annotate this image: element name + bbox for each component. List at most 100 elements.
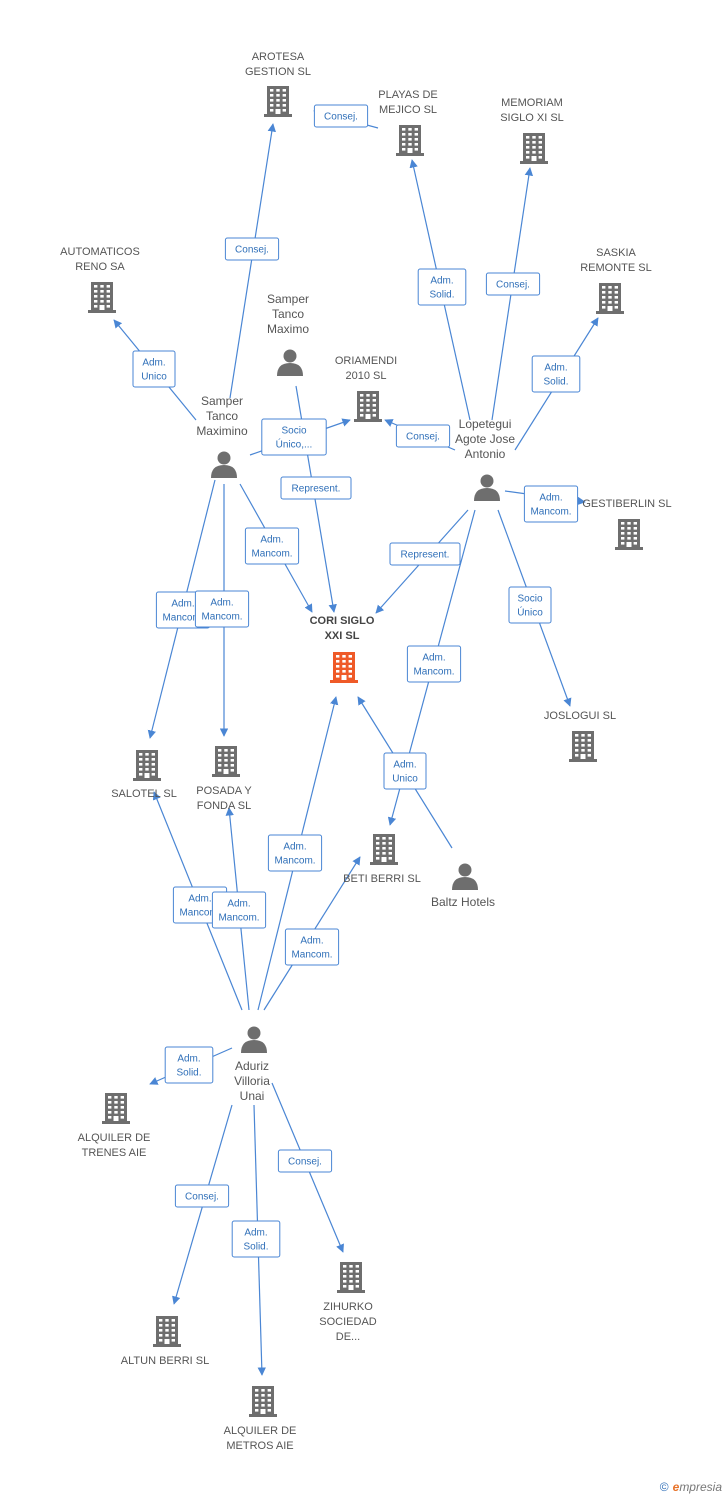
person-icon: [241, 1026, 267, 1053]
edge-label-aduriz-to-betiberri[interactable]: Adm.Mancom.: [284, 928, 340, 966]
edge-label-lopetegui-to-gestiberlin[interactable]: Adm.Mancom.: [523, 485, 579, 523]
edge-label-text: Unico: [141, 372, 167, 383]
node-label: AROTESA: [252, 51, 305, 63]
edge-label-samper1-to-automaticos[interactable]: Adm.Unico: [132, 350, 176, 388]
edge-label-samper1-to-arotesa[interactable]: Consej.: [224, 237, 280, 261]
node-memoriam[interactable]: MEMORIAM SIGLO XI SL: [500, 97, 564, 164]
node-label: Aduriz: [235, 1059, 269, 1073]
node-arotesa[interactable]: AROTESA GESTION SL: [245, 51, 311, 117]
edge-label-box: [244, 527, 300, 565]
node-label: PLAYAS DE: [378, 89, 438, 101]
edge-label-samper2-to-cori[interactable]: Represent.: [280, 476, 352, 500]
edge-label-samper1-to-posada[interactable]: Adm.Mancom.: [194, 590, 250, 628]
node-label: Maximino: [196, 424, 248, 438]
edge-label-lopetegui-to-cori[interactable]: Represent.: [389, 542, 461, 566]
building-icon: [615, 519, 643, 550]
edge-label-baltz-to-cori[interactable]: Adm.Unico: [383, 752, 427, 790]
edge-label-aduriz-to-alqmetros[interactable]: Adm. Solid.: [231, 1220, 281, 1258]
node-label: XXI SL: [325, 630, 360, 642]
copyright-symbol: ©: [659, 1480, 669, 1494]
edge-label-text: Solid.: [243, 1242, 268, 1253]
edge-label-box: [395, 424, 451, 448]
edge-label-box: [211, 891, 267, 929]
building-icon: [88, 282, 116, 313]
edge-label-box: [224, 237, 280, 261]
edge-label-samper1-to-cori[interactable]: Adm.Mancom.: [244, 527, 300, 565]
node-label: Antonio: [465, 447, 506, 461]
edge-label-box: [284, 928, 340, 966]
building-icon: [396, 125, 424, 156]
edge-label-box: [277, 1149, 333, 1173]
node-zihurko[interactable]: ZIHURKOSOCIEDADDE...: [319, 1262, 377, 1343]
building-icon: [330, 652, 358, 683]
edge-label-aduriz-to-zihurko[interactable]: Consej.: [277, 1149, 333, 1173]
node-label: GESTIBERLIN SL: [582, 498, 671, 510]
node-salotel[interactable]: SALOTEL SL: [111, 750, 177, 800]
node-altunberri[interactable]: ALTUN BERRI SL: [121, 1316, 209, 1367]
edge-label-text: Mancom.: [251, 549, 292, 560]
node-label: SALOTEL SL: [111, 788, 177, 800]
node-label: Villoria: [234, 1074, 270, 1088]
edge-label-text: Mancom.: [162, 613, 203, 624]
node-label: Agote Jose: [455, 432, 515, 446]
edge-label-samper1-to-oriamendi[interactable]: SocioÚnico,...: [261, 418, 327, 456]
edge-label-text: Consej.: [406, 432, 440, 443]
edge-label-lopetegui-to-oriamendi[interactable]: Consej.: [395, 424, 451, 448]
footer-brand[interactable]: ©empresia: [660, 1480, 722, 1494]
edge-label-lopetegui-to-betiberri[interactable]: Adm.Mancom.: [406, 645, 462, 683]
edge-label-text: Unico: [392, 774, 418, 785]
edge-label-aduriz-to-posada[interactable]: Adm.Mancom.: [211, 891, 267, 929]
edge-label-box: [383, 752, 427, 790]
node-label: Lopetegui: [459, 417, 512, 431]
building-icon: [264, 86, 292, 117]
edge-label-aduriz-to-cori[interactable]: Adm.Mancom.: [267, 834, 323, 872]
building-icon: [370, 834, 398, 865]
edge-labels-layer: Consej.Consej.Adm.UnicoSocioÚnico,...Rep…: [132, 104, 581, 1258]
node-label: BETI BERRI SL: [343, 873, 421, 885]
node-label: SIGLO XI SL: [500, 112, 564, 124]
edge-label-lopetegui-to-saskia[interactable]: Adm.Solid.: [531, 355, 581, 393]
edge-label-lopetegui-to-playas[interactable]: Adm. Solid.: [417, 268, 467, 306]
edge-label-box: [261, 418, 327, 456]
edge-label-text: Adm.: [430, 276, 453, 287]
edge-label-text: Adm.: [188, 894, 211, 905]
node-label: ALTUN BERRI SL: [121, 1355, 209, 1367]
node-label: GESTION SL: [245, 66, 311, 78]
edge-label-text: Adm.: [244, 1228, 267, 1239]
edge-label-box: [508, 586, 552, 624]
node-joslogui[interactable]: JOSLOGUI SL: [544, 710, 616, 762]
edge-label-box: [523, 485, 579, 523]
building-icon: [569, 731, 597, 762]
edge-label-playas-to-arotesa[interactable]: Consej.: [313, 104, 369, 128]
brand-logo-text: mpresia: [679, 1480, 722, 1494]
node-betiberri[interactable]: BETI BERRI SL: [343, 834, 421, 885]
edge-label-text: Solid.: [429, 290, 454, 301]
node-label: MEMORIAM: [501, 97, 563, 109]
edge-label-aduriz-to-alqtrenes[interactable]: Adm.Solid.: [164, 1046, 214, 1084]
edge-label-lopetegui-to-memoriam[interactable]: Consej.: [485, 272, 541, 296]
edge-label-aduriz-to-altunberri[interactable]: Consej.: [174, 1184, 230, 1208]
building-icon: [520, 133, 548, 164]
edge-label-text: Único: [517, 606, 543, 619]
edge-label-text: Consej.: [324, 112, 358, 123]
node-gestiberlin[interactable]: GESTIBERLIN SL: [582, 498, 672, 550]
edge-label-box: [267, 834, 323, 872]
node-label: 2010 SL: [346, 370, 387, 382]
node-baltz[interactable]: Baltz Hotels: [431, 863, 495, 910]
edge-label-box: [174, 1184, 230, 1208]
person-icon: [211, 451, 237, 478]
